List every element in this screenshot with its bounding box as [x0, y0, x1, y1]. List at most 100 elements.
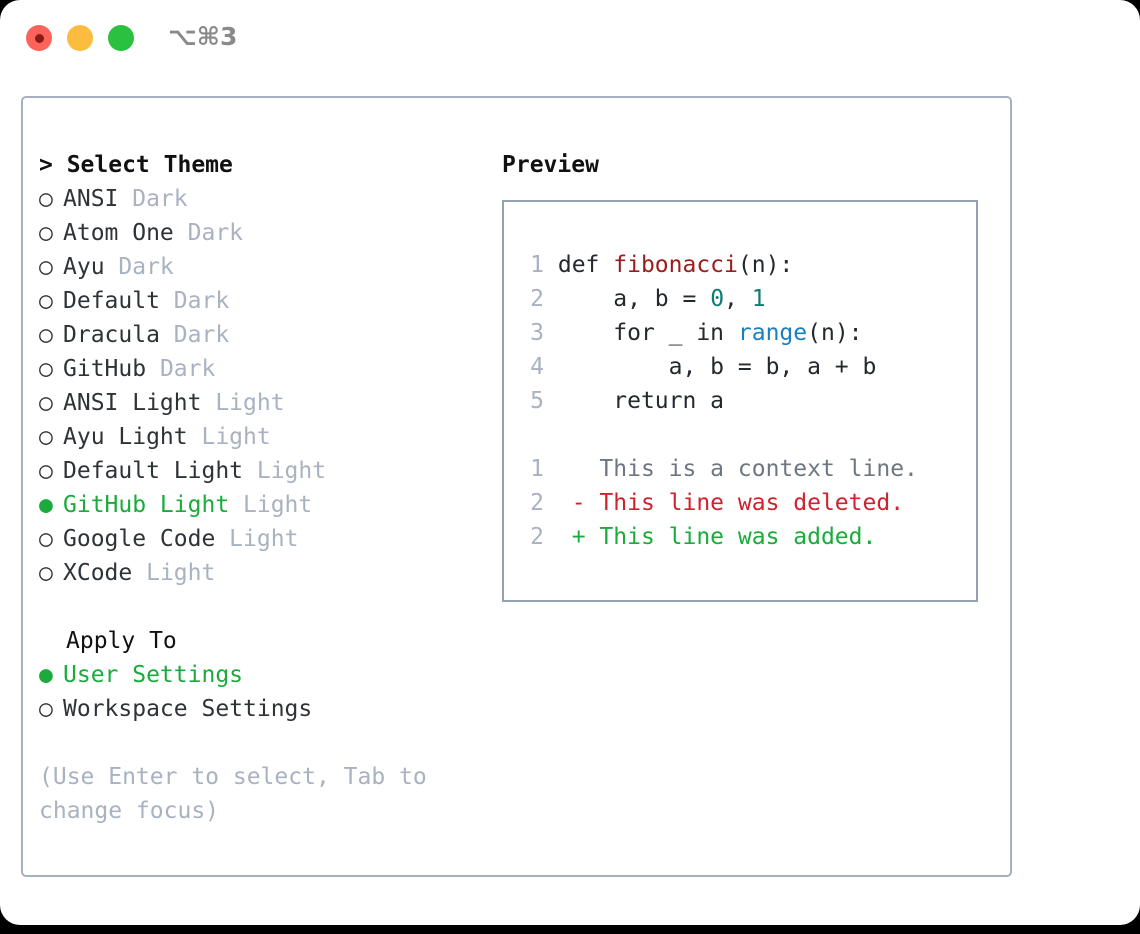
theme-option[interactable]: ○ Google Code Light	[39, 522, 499, 556]
line-number: 3	[530, 320, 544, 346]
panel-columns: > Select Theme ○ANSI Dark○Atom One Dark○…	[23, 98, 1010, 875]
theme-option-variant: Dark	[104, 254, 174, 280]
radio-unselected-icon: ○	[39, 696, 53, 722]
theme-option-variant: Light	[215, 526, 299, 552]
close-button-icon[interactable]	[26, 25, 52, 51]
line-number: 2	[530, 524, 544, 550]
theme-option-name: GitHub Light	[63, 492, 230, 518]
code-token: range	[737, 320, 808, 346]
theme-option-name: Default	[63, 288, 160, 314]
theme-option[interactable]: ○ANSI Light Light	[39, 386, 499, 420]
spacer	[39, 726, 499, 760]
radio-unselected-icon: ○	[39, 424, 53, 450]
theme-option[interactable]: ○ ANSI Dark	[39, 182, 499, 216]
apply-to-option-label: Workspace Settings	[63, 696, 313, 722]
keyboard-hint-text: (Use Enter to select, Tab to change focu…	[39, 764, 441, 824]
radio-unselected-icon: ○	[39, 322, 53, 348]
theme-option-name: XCode	[63, 560, 133, 586]
radio-unselected-icon: ○	[39, 288, 53, 314]
radio-selected-icon: ●	[39, 492, 53, 518]
keyboard-shortcut-label: ⌥⌘3	[168, 22, 238, 51]
theme-list-header: > Select Theme	[39, 152, 233, 178]
code-line: 3 for _ in range(n):	[516, 316, 876, 350]
theme-option-variant: Light	[187, 424, 271, 450]
theme-option-variant: Dark	[159, 288, 230, 314]
diff-line: 2 + This line was added.	[516, 520, 918, 554]
radio-unselected-icon: ○	[39, 356, 53, 382]
theme-option[interactable]: ○ Dracula Dark	[39, 318, 499, 352]
preview-header: Preview	[502, 152, 599, 178]
radio-unselected-icon: ○	[39, 526, 53, 552]
theme-option[interactable]: ○GitHub Dark	[39, 352, 499, 386]
radio-unselected-icon: ○	[39, 254, 53, 280]
line-number: 5	[530, 388, 544, 414]
code-token: fibonacci	[613, 252, 738, 278]
theme-option[interactable]: ○ XCode Light	[39, 556, 499, 590]
content-panel: > Select Theme ○ANSI Dark○Atom One Dark○…	[21, 96, 1012, 877]
radio-unselected-icon: ○	[39, 390, 53, 416]
theme-option[interactable]: ○ Default Dark	[39, 284, 499, 318]
code-token: (n):	[807, 320, 863, 346]
radio-unselected-icon: ○	[39, 458, 53, 484]
theme-option-name: Ayu Light	[63, 424, 188, 450]
diff-marker	[572, 456, 586, 482]
code-line: 1 def fibonacci(n):	[516, 248, 876, 282]
diff-marker: +	[571, 524, 586, 550]
code-token: def	[557, 252, 614, 278]
radio-unselected-icon: ○	[39, 186, 53, 212]
line-number: 2	[530, 490, 544, 516]
traffic-lights	[26, 25, 134, 51]
diff-text: This line was added.	[585, 524, 877, 550]
theme-selector-column: > Select Theme ○ANSI Dark○Atom One Dark○…	[39, 148, 499, 828]
preview-column: Preview 1 def fibonacci(n):2 a, b = 0, 1…	[502, 148, 997, 602]
theme-option-name: Default Light	[63, 458, 244, 484]
theme-option-name: Dracula	[63, 322, 160, 348]
theme-option-variant: Dark	[146, 356, 216, 382]
diff-marker: -	[571, 490, 586, 516]
theme-option-name: Google Code	[63, 526, 216, 552]
theme-option[interactable]: ○ Atom One Dark	[39, 216, 499, 250]
spacer	[39, 590, 499, 624]
code-token: return a	[557, 388, 725, 414]
code-token: for _ in	[557, 320, 738, 346]
diff-sample: 1 This is a context line.2 - This line w…	[516, 452, 918, 554]
theme-option[interactable]: ● GitHub Light Light	[39, 488, 499, 522]
theme-option-variant: Light	[229, 492, 313, 518]
theme-option-variant: Dark	[173, 220, 244, 246]
apply-to-option[interactable]: ○ Workspace Settings	[39, 692, 499, 726]
diff-line: 1 This is a context line.	[516, 452, 918, 486]
theme-option[interactable]: ○ Default Light Light	[39, 454, 499, 488]
theme-option-variant: Dark	[159, 322, 230, 348]
diff-text: This line was deleted.	[585, 490, 905, 516]
apply-to-option-label: User Settings	[63, 662, 244, 688]
maximize-button-icon[interactable]	[108, 25, 134, 51]
line-number: 1	[530, 456, 544, 482]
radio-unselected-icon: ○	[39, 220, 53, 246]
theme-option-name: ANSI	[63, 186, 119, 212]
theme-list: ○ ANSI Dark ○ Atom One Dark ○ Ayu Dark ○ Defaul…	[39, 182, 499, 590]
theme-option-variant: Light	[243, 458, 327, 484]
code-token: 1	[751, 286, 766, 312]
code-token: 0	[710, 286, 725, 312]
diff-text: This is a context line.	[585, 456, 918, 482]
theme-option-variant: Light	[132, 560, 216, 586]
apply-to-list: ●User Settings ○ Workspace Settings	[39, 658, 499, 726]
line-number: 1	[530, 252, 544, 278]
theme-option[interactable]: ○ Ayu Dark	[39, 250, 499, 284]
diff-line: 2 - This line was deleted.	[516, 486, 918, 520]
theme-option-name: Ayu	[63, 254, 105, 280]
theme-option[interactable]: ○ Ayu Light Light	[39, 420, 499, 454]
apply-to-option[interactable]: ●User Settings	[39, 658, 499, 692]
radio-unselected-icon: ○	[39, 560, 53, 586]
theme-option-variant: Dark	[118, 186, 188, 212]
code-token: ,	[724, 286, 752, 312]
minimize-button-icon[interactable]	[67, 25, 93, 51]
code-token: a, b = b, a + b	[557, 354, 877, 380]
theme-option-name: Atom One	[63, 220, 174, 246]
code-token: a, b =	[557, 286, 711, 312]
code-line: 4 a, b = b, a + b	[516, 350, 876, 384]
apply-to-header: Apply To	[66, 628, 177, 654]
code-line: 2 a, b = 0, 1	[516, 282, 876, 316]
